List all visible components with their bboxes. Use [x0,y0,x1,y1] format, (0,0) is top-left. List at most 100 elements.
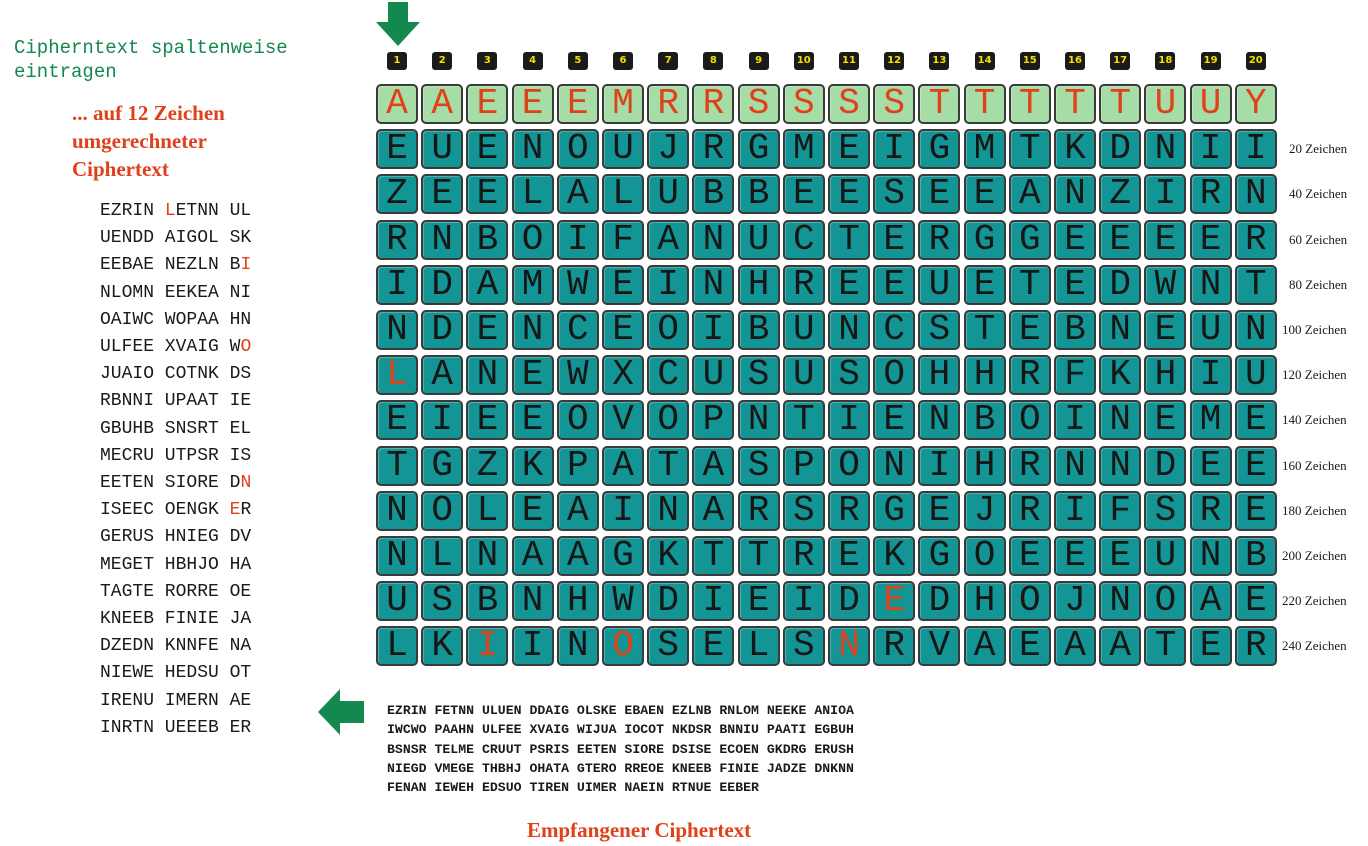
grid-cell: T [1144,626,1187,667]
grid-cell: J [963,490,1006,531]
grid-cell: U [602,129,644,170]
grid-cell: D [421,310,464,350]
grid-cell: K [511,445,554,486]
grid-cell: C [873,310,916,350]
grid-cell: R [1189,490,1232,531]
grid-cell: O [828,445,870,486]
grid-cell: D [1099,264,1142,305]
grid-cell: B [963,400,1006,441]
grid-cell: E [828,129,870,170]
grid-cell: R [1234,219,1277,260]
grid-cell: S [737,355,780,396]
grid-cell: E [1234,400,1277,441]
grid-cell: L [511,174,554,215]
grid-cell: A [1054,626,1096,667]
grid-cell: I [1189,129,1232,170]
grid-cell: G [602,536,644,576]
grid-cell: N [511,581,554,622]
grid-cell: S [421,581,464,622]
grid-cell: B [692,174,735,215]
grid-cell: N [556,626,599,667]
key-cell: Y [1234,84,1277,124]
grid-cell: R [782,536,825,576]
grid-cell: E [1189,626,1232,667]
row-label: 100 Zeichen [1282,322,1347,337]
grid-cell: N [376,490,418,531]
grid-cell: E [1054,264,1096,305]
grid-cell: E [782,174,825,215]
key-cell: E [556,84,599,124]
grid-cell: E [1008,310,1051,350]
row-text: GERUS HNIEG DV [100,527,252,548]
ciphertext-line: BSNSR TELME CRUUT PSRIS EETEN SIORE DSIS… [387,741,854,757]
grid-cell: T [782,400,825,441]
converted-ciphertext-title: ... auf 12 Zeichen umgerechneter Ciphert… [72,101,225,181]
grid-cell: N [1189,536,1232,576]
grid-cell: U [692,355,735,396]
row-text: ISEEC OENGK [100,500,230,521]
grid-cell: T [828,219,870,260]
grid-cell: N [692,264,735,305]
row-text: EETEN SIORE D [100,473,241,494]
converted-row: IRENU IMERN AE [100,688,251,715]
grid-cell: I [828,400,870,441]
highlighted-letter: N [240,473,252,494]
grid-cell: K [1054,129,1096,170]
grid-cell: E [376,400,418,441]
column-number: 10 [793,52,814,70]
grid-cell: D [647,581,690,622]
grid-cell: A [466,264,509,305]
grid-cell: D [421,264,464,305]
grid-cell: O [1144,581,1187,622]
row-text: ETNN UL [175,201,252,221]
grid-cell: E [873,264,916,305]
converted-row: JUAIO COTNK DS [100,361,251,388]
grid-cell: N [692,219,735,260]
grid-cell: O [421,490,464,531]
column-number: 8 [703,52,724,70]
grid-cell: E [737,581,780,622]
grid-cell: E [1144,219,1187,260]
grid-cell: N [376,310,418,350]
grid-cell: E [692,626,735,667]
row-text: JUAIO COTNK DS [100,364,252,385]
column-number: 14 [974,52,995,70]
grid-cell: M [963,129,1006,170]
grid-cell: S [782,490,825,531]
row-text: MECRU UTPSR IS [100,445,252,466]
grid-cell: R [1008,355,1051,396]
received-ciphertext-block: EZRIN FETNN ULUEN DDAIG OLSKE EBAEN EZLN… [387,701,854,797]
grid-cell: I [1054,400,1096,441]
grid-cell: U [918,264,961,305]
key-cell: U [1144,84,1187,124]
column-number: 7 [658,52,679,70]
instruction-title: Cipherntext spaltenweise eintragen [14,37,288,83]
grid-cell: P [692,400,735,441]
grid-cell: Z [466,445,509,486]
grid-cell: W [1144,264,1187,305]
grid-cell: H [963,581,1006,622]
received-ciphertext-caption: Empfangener Ciphertext [527,818,752,842]
key-cell: S [782,84,825,124]
grid-cell: U [737,219,780,260]
grid-cell: K [421,626,464,667]
grid-cell: N [1099,310,1142,350]
grid-cell: E [873,219,916,260]
grid-cell: E [1054,219,1096,260]
grid-cell: I [918,445,961,486]
grid-cell: E [421,174,464,215]
grid-cell: N [873,445,916,486]
converted-row: NIEWE HEDSU OT [100,660,251,687]
key-cell: U [1189,84,1232,124]
grid-cell: F [602,219,644,260]
converted-row: EETEN SIORE DN [100,470,251,497]
grid-cell: J [1054,581,1096,622]
grid-cell: U [376,581,418,622]
grid-cell: N [466,355,509,396]
ciphertext-line: NIEGD VMEGE THBHJ OHATA GTERO RREOE KNEE… [387,760,854,776]
grid-cell: E [1008,536,1051,576]
grid-cell: E [376,129,418,170]
converted-row: ULFEE XVAIG WO [100,334,251,361]
row-text: TAGTE RORRE OE [100,581,252,602]
column-number: 19 [1200,52,1221,70]
